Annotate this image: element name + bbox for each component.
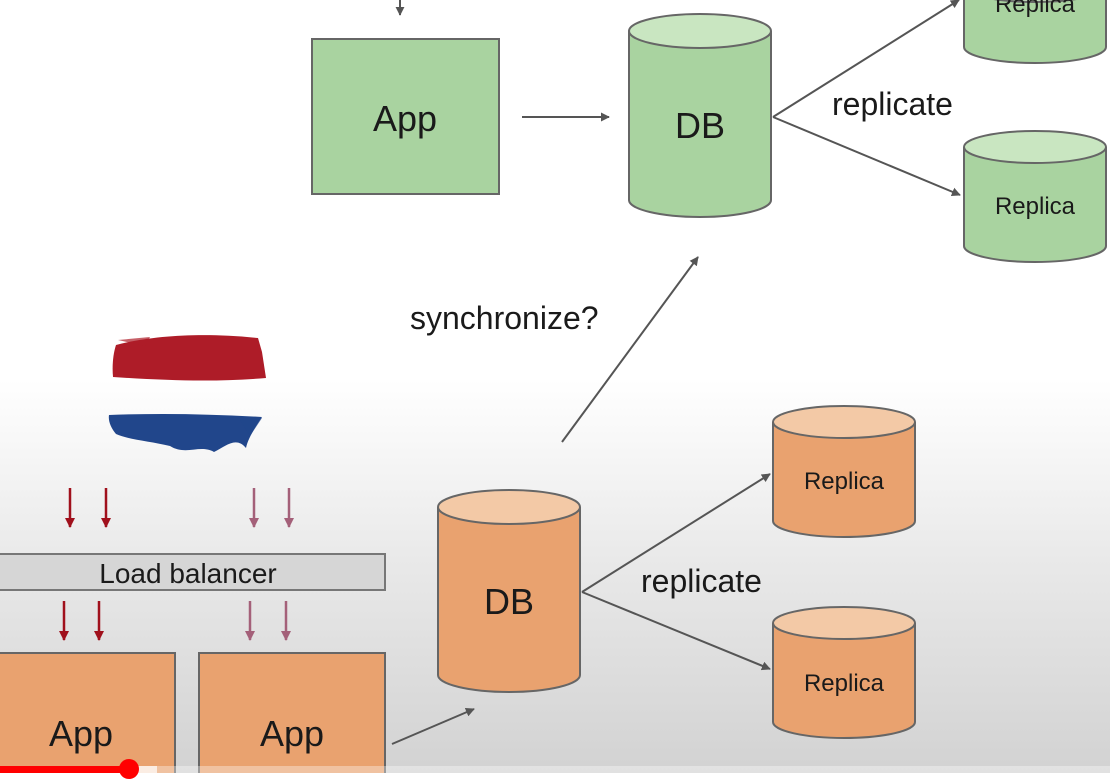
app-to-db-arrow-bottom xyxy=(391,708,475,745)
app-box-bottom-2 xyxy=(198,652,386,773)
db-top-label: DB xyxy=(675,105,725,146)
load-balancer-bar xyxy=(0,553,386,591)
db-cylinder-top xyxy=(628,13,772,218)
load-balancer-label: Load balancer xyxy=(99,558,276,589)
app-box-bottom-2-label: App xyxy=(260,713,324,754)
db-cylinder-bottom xyxy=(437,489,581,693)
video-played-bar xyxy=(0,766,129,773)
replica-bottom-2-label: Replica xyxy=(804,670,885,697)
replicate-arrow-top-2 xyxy=(772,116,961,197)
replicate-label-top: replicate xyxy=(832,86,953,122)
netherlands-flag-icon xyxy=(108,335,266,452)
replicate-label-bottom: replicate xyxy=(641,563,762,599)
db-bottom-label: DB xyxy=(484,581,534,622)
synchronize-label: synchronize? xyxy=(410,300,599,336)
video-progress-bar[interactable] xyxy=(0,759,1110,779)
replica-cylinder-top-2 xyxy=(963,130,1107,263)
replica-top-1-label: Replica xyxy=(995,0,1076,18)
replica-cylinder-bottom-1 xyxy=(772,405,916,538)
replicate-arrow-bottom-2 xyxy=(581,591,771,671)
replica-top-2-label: Replica xyxy=(995,193,1076,220)
app-box-top-label: App xyxy=(373,98,437,139)
app-box-bottom-1 xyxy=(0,652,176,773)
synchronize-arrow xyxy=(561,256,699,443)
replica-cylinder-top-1 xyxy=(963,0,1107,64)
app-box-bottom-1-label: App xyxy=(49,713,113,754)
replica-cylinder-bottom-2 xyxy=(772,606,916,739)
replicate-arrow-bottom-1 xyxy=(581,473,771,593)
app-box-top xyxy=(311,38,500,195)
video-scrubber-handle[interactable] xyxy=(118,759,139,779)
replicate-arrow-top-1 xyxy=(772,0,960,118)
replica-bottom-1-label: Replica xyxy=(804,468,885,495)
